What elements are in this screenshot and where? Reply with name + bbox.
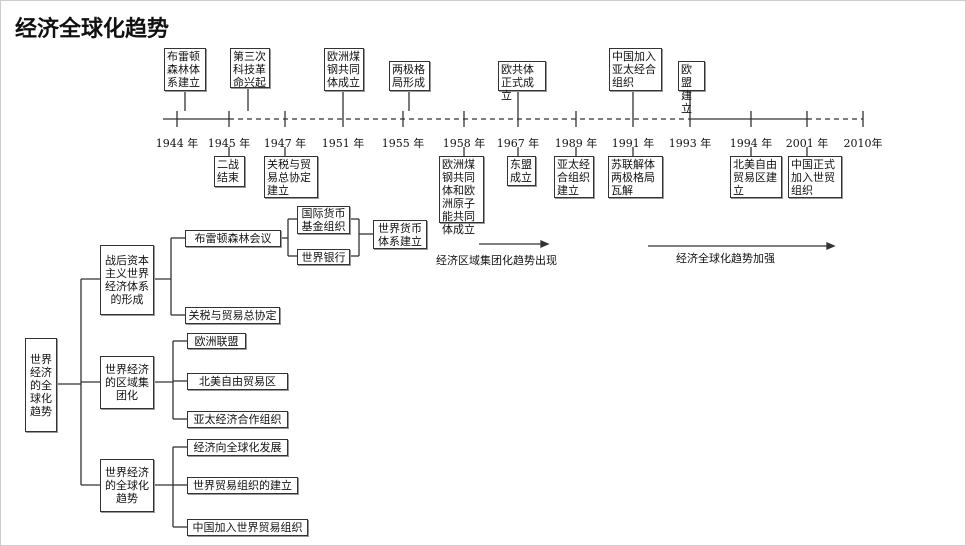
trend-label-global: 经济全球化趋势加强 bbox=[676, 252, 775, 265]
event-above: 欧共体正式成立 bbox=[498, 61, 546, 102]
event-below: 关税与贸易总协定建立 bbox=[264, 156, 318, 198]
year-label: 1967 年 bbox=[496, 137, 540, 150]
event-above: 欧盟建立 bbox=[678, 61, 705, 115]
year-label: 1993 年 bbox=[668, 137, 712, 150]
event-below: 亚太经合组织建立 bbox=[554, 156, 594, 198]
year-label: 1958 年 bbox=[442, 137, 486, 150]
event-below: 欧洲煤钢共同体和欧洲原子能共同体成立 bbox=[439, 156, 484, 236]
event-below: 苏联解体两极格局瓦解 bbox=[608, 156, 663, 198]
tree-branch: 战后资本主义世界经济体系的形成 bbox=[100, 245, 154, 315]
page-title: 经济全球化趋势 bbox=[15, 17, 170, 42]
tree-sub: 国际货币基金组织 bbox=[297, 206, 350, 234]
year-label: 1994 年 bbox=[729, 137, 773, 150]
event-above: 欧洲煤钢共同体成立 bbox=[324, 48, 364, 91]
tree-sub: 世界银行 bbox=[297, 249, 350, 265]
event-above: 第三次科技革命兴起 bbox=[230, 48, 270, 89]
event-above: 两极格局形成 bbox=[389, 61, 430, 91]
tree-leaf: 布雷顿森林会议 bbox=[185, 230, 281, 247]
event-below: 东盟成立 bbox=[507, 156, 536, 186]
year-label: 1944 年 bbox=[155, 137, 199, 150]
year-label: 2010年 bbox=[843, 137, 883, 150]
tree-sub: 世界货币体系建立 bbox=[373, 220, 427, 249]
event-above: 中国加入亚太经合组织 bbox=[609, 48, 662, 91]
tree-leaf: 亚太经济合作组织 bbox=[187, 411, 288, 428]
tree-branch: 世界经济的区域集团化 bbox=[100, 356, 154, 409]
tree-leaf: 欧洲联盟 bbox=[187, 333, 246, 349]
event-above: 布雷顿森林体系建立 bbox=[164, 48, 206, 91]
trend-label-regional: 经济区域集团化趋势出现 bbox=[436, 254, 557, 267]
tree-leaf: 北美自由贸易区 bbox=[187, 373, 288, 390]
event-below: 北美自由贸易区建立 bbox=[730, 156, 782, 198]
year-label: 1989 年 bbox=[554, 137, 598, 150]
tree-leaf: 中国加入世界贸易组织 bbox=[187, 519, 308, 536]
tree-branch: 世界经济的全球化趋势 bbox=[100, 459, 154, 512]
year-label: 1951 年 bbox=[321, 137, 365, 150]
year-label: 2001 年 bbox=[785, 137, 829, 150]
year-label: 1991 年 bbox=[611, 137, 655, 150]
year-label: 1955 年 bbox=[381, 137, 425, 150]
year-label: 1945 年 bbox=[207, 137, 251, 150]
event-below: 中国正式加入世贸组织 bbox=[788, 156, 842, 198]
tree-leaf: 世界贸易组织的建立 bbox=[187, 477, 298, 494]
event-below: 二战结束 bbox=[214, 156, 245, 187]
tree-root: 世界经济的全球化趋势 bbox=[25, 338, 57, 432]
tree-leaf: 关税与贸易总协定 bbox=[185, 307, 280, 324]
year-label: 1947 年 bbox=[263, 137, 307, 150]
tree-leaf: 经济向全球化发展 bbox=[187, 439, 288, 456]
